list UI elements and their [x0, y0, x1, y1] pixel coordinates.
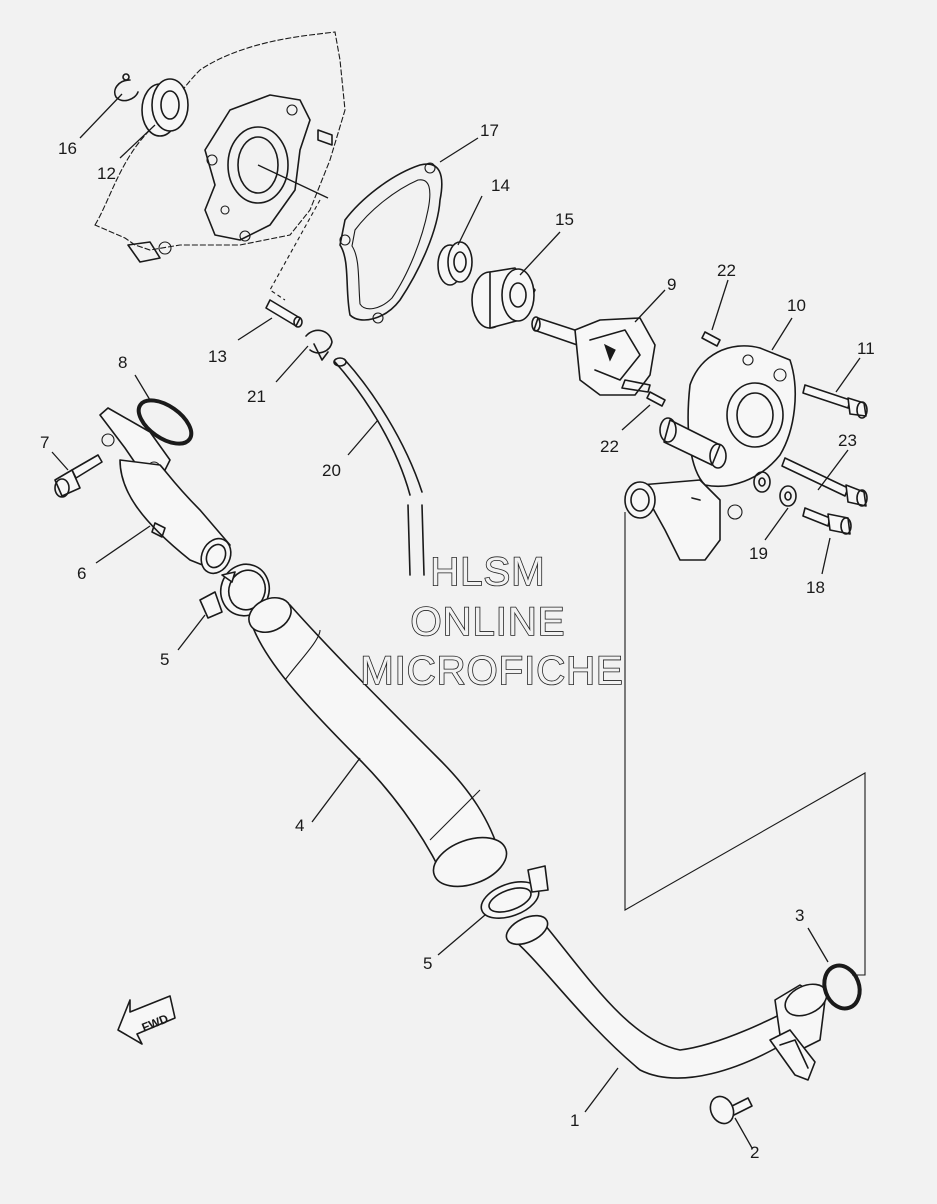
callout-1: 1 [570, 1111, 579, 1130]
watermark: HLSM ONLINE MICROFICHE [360, 549, 624, 694]
part-17-gasket [339, 162, 443, 324]
callout-5-upper: 5 [160, 650, 169, 669]
callout-18: 18 [806, 578, 825, 597]
part-16-circlip [114, 73, 139, 102]
forward-direction-arrow: FWD [117, 995, 176, 1045]
callout-8: 8 [118, 353, 127, 372]
part-22-dowels [646, 331, 721, 407]
callout-13: 13 [208, 347, 227, 366]
watermark-line-1: HLSM [430, 550, 545, 594]
part-19-washer [753, 471, 797, 507]
callout-23: 23 [838, 431, 857, 450]
part-13-pin [265, 299, 303, 328]
callout-14: 14 [491, 176, 510, 195]
callout-21: 21 [247, 387, 266, 406]
callout-22-top: 22 [717, 261, 736, 280]
part-8-oring [136, 398, 194, 446]
part-20-hose [333, 357, 425, 576]
callout-10: 10 [787, 296, 806, 315]
callout-12: 12 [97, 164, 116, 183]
assembly-reference-lines [624, 512, 866, 976]
leader-lines [51, 93, 861, 1149]
callout-2: 2 [750, 1143, 759, 1162]
part-5-clamp-lower [480, 865, 549, 920]
part-12-bearing [141, 78, 189, 137]
part-18-bolt [802, 507, 852, 535]
part-1-inlet-pipe [505, 914, 828, 1081]
crankcase-cover [94, 31, 346, 301]
part-5-clamp-upper [199, 563, 271, 619]
callout-15: 15 [555, 210, 574, 229]
part-6-outlet-pipe [99, 407, 232, 575]
part-10-pump-housing [624, 345, 796, 561]
callout-7: 7 [40, 433, 49, 452]
callout-22-bottom: 22 [600, 437, 619, 456]
callout-16: 16 [58, 139, 77, 158]
part-7-bolt [54, 454, 103, 498]
watermark-line-3: MICROFICHE [360, 649, 623, 693]
part-21-clamp [305, 329, 333, 361]
callout-19: 19 [749, 544, 768, 563]
callout-6: 6 [77, 564, 86, 583]
part-15-mech-seal [471, 267, 536, 329]
part-9-impeller [531, 316, 656, 396]
part-11-bolt [802, 384, 868, 419]
callout-20: 20 [322, 461, 341, 480]
part-14-seal [437, 241, 473, 286]
part-4-large-hose [248, 596, 508, 888]
callout-5-lower: 5 [423, 954, 432, 973]
callout-11: 11 [857, 339, 875, 358]
callout-4: 4 [295, 816, 304, 835]
callout-17: 17 [480, 121, 499, 140]
watermark-line-2: ONLINE [411, 600, 566, 644]
part-2-bolt [709, 1095, 753, 1125]
callout-labels: 16 12 17 14 15 22 9 10 11 13 8 21 22 23 … [40, 121, 875, 1162]
callout-9: 9 [667, 275, 676, 294]
callout-3: 3 [795, 906, 804, 925]
part-3-oring [822, 963, 862, 1011]
